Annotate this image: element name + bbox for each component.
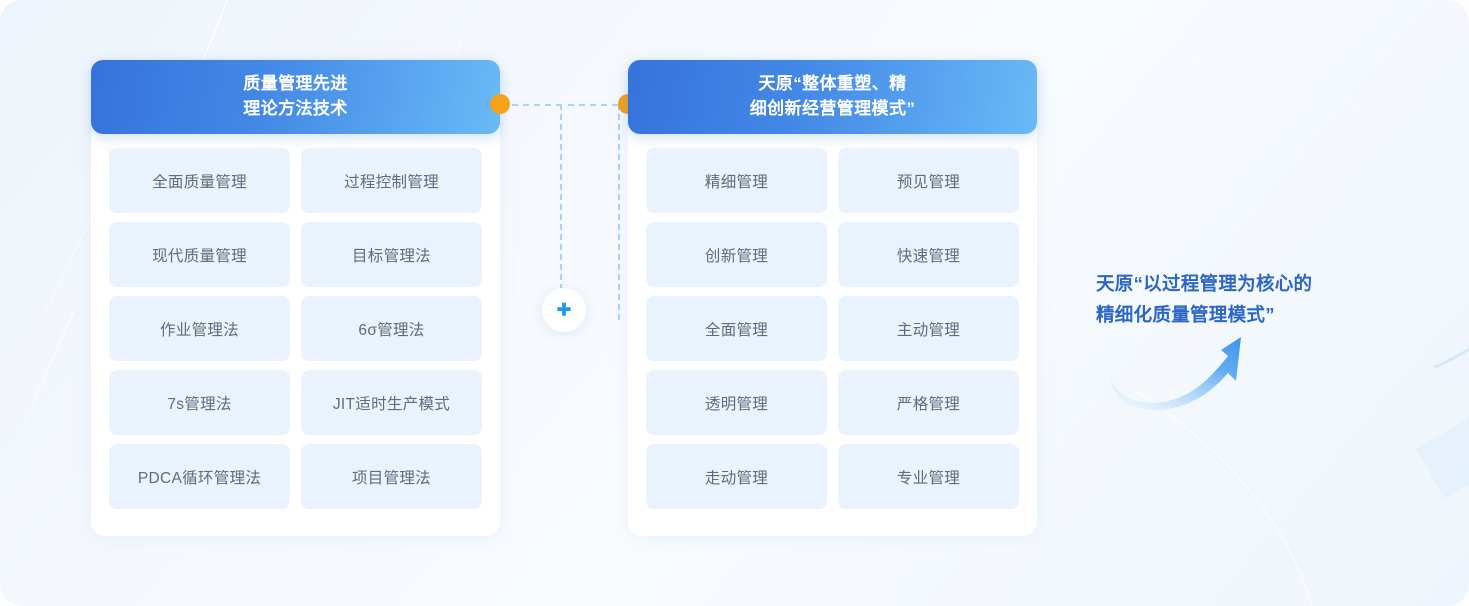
tile-item[interactable]: 项目管理法 [301,444,482,509]
panel-tianyuan-model: 天原“整体重塑、精 细创新经营管理模式” 精细管理 预见管理 创新管理 快速管理… [628,60,1037,536]
tile-item[interactable]: 过程控制管理 [301,148,482,213]
annotation-line-2: 精细化质量管理模式” [1096,303,1275,325]
tile-item[interactable]: 全面管理 [646,296,827,361]
tile-item[interactable]: 6σ管理法 [301,296,482,361]
connector-dashed-line-right [568,104,618,106]
sparkle-icon [1205,205,1211,211]
connector-dashed-line-left [512,104,562,106]
tile-item[interactable]: 专业管理 [838,444,1019,509]
panel-header-line-2: 理论方法技术 [243,99,348,118]
sparkle-icon [1354,108,1361,115]
connector-dashed-line-down-right [618,104,620,320]
background-streak-3 [0,310,75,550]
annotation-line-1: 天原“以过程管理为核心的 [1096,273,1313,294]
tile-grid-tianyuan-model: 精细管理 预见管理 创新管理 快速管理 全面管理 主动管理 透明管理 严格管理 … [628,134,1037,527]
tile-item[interactable]: 全面质量管理 [109,148,290,213]
panel-header-line-1: 天原“整体重塑、精 [758,74,907,94]
panel-quality-theory: 质量管理先进 理论方法技术 全面质量管理 过程控制管理 现代质量管理 目标管理法… [91,60,500,536]
result-annotation: 天原“以过程管理为核心的 精细化质量管理模式” [1096,269,1356,330]
panel-header-tianyuan-model: 天原“整体重塑、精 细创新经营管理模式” [628,60,1037,134]
connector-dashed-line-down-left [560,104,562,320]
tile-item[interactable]: 创新管理 [646,222,827,287]
panel-header-quality-theory: 质量管理先进 理论方法技术 [91,60,500,134]
tile-grid-quality-theory: 全面质量管理 过程控制管理 现代质量管理 目标管理法 作业管理法 6σ管理法 7… [91,134,500,527]
panel-header-line-1: 质量管理先进 [243,74,348,94]
panel-connector [480,60,650,360]
tile-item[interactable]: 预见管理 [838,148,1019,213]
tile-item[interactable]: 精细管理 [646,148,827,213]
tile-item[interactable]: PDCA循环管理法 [109,444,290,509]
tile-item[interactable]: 快速管理 [838,222,1019,287]
sparkle-icon [1355,146,1361,152]
plus-icon [542,288,586,332]
panel-header-line-2: 细创新经营管理模式” [749,99,916,118]
tile-item[interactable]: 主动管理 [838,296,1019,361]
tile-item[interactable]: 走动管理 [646,444,827,509]
curved-arrow-icon [1100,328,1280,418]
tile-item[interactable]: 7s管理法 [109,370,290,435]
tile-item[interactable]: 现代质量管理 [109,222,290,287]
tile-item[interactable]: 透明管理 [646,370,827,435]
tile-item[interactable]: 目标管理法 [301,222,482,287]
tile-item[interactable]: 严格管理 [838,370,1019,435]
connector-dot-icon [490,94,510,114]
tile-item[interactable]: 作业管理法 [109,296,290,361]
tile-item[interactable]: JIT适时生产模式 [301,370,482,435]
sparkle-icon [1193,52,1202,61]
